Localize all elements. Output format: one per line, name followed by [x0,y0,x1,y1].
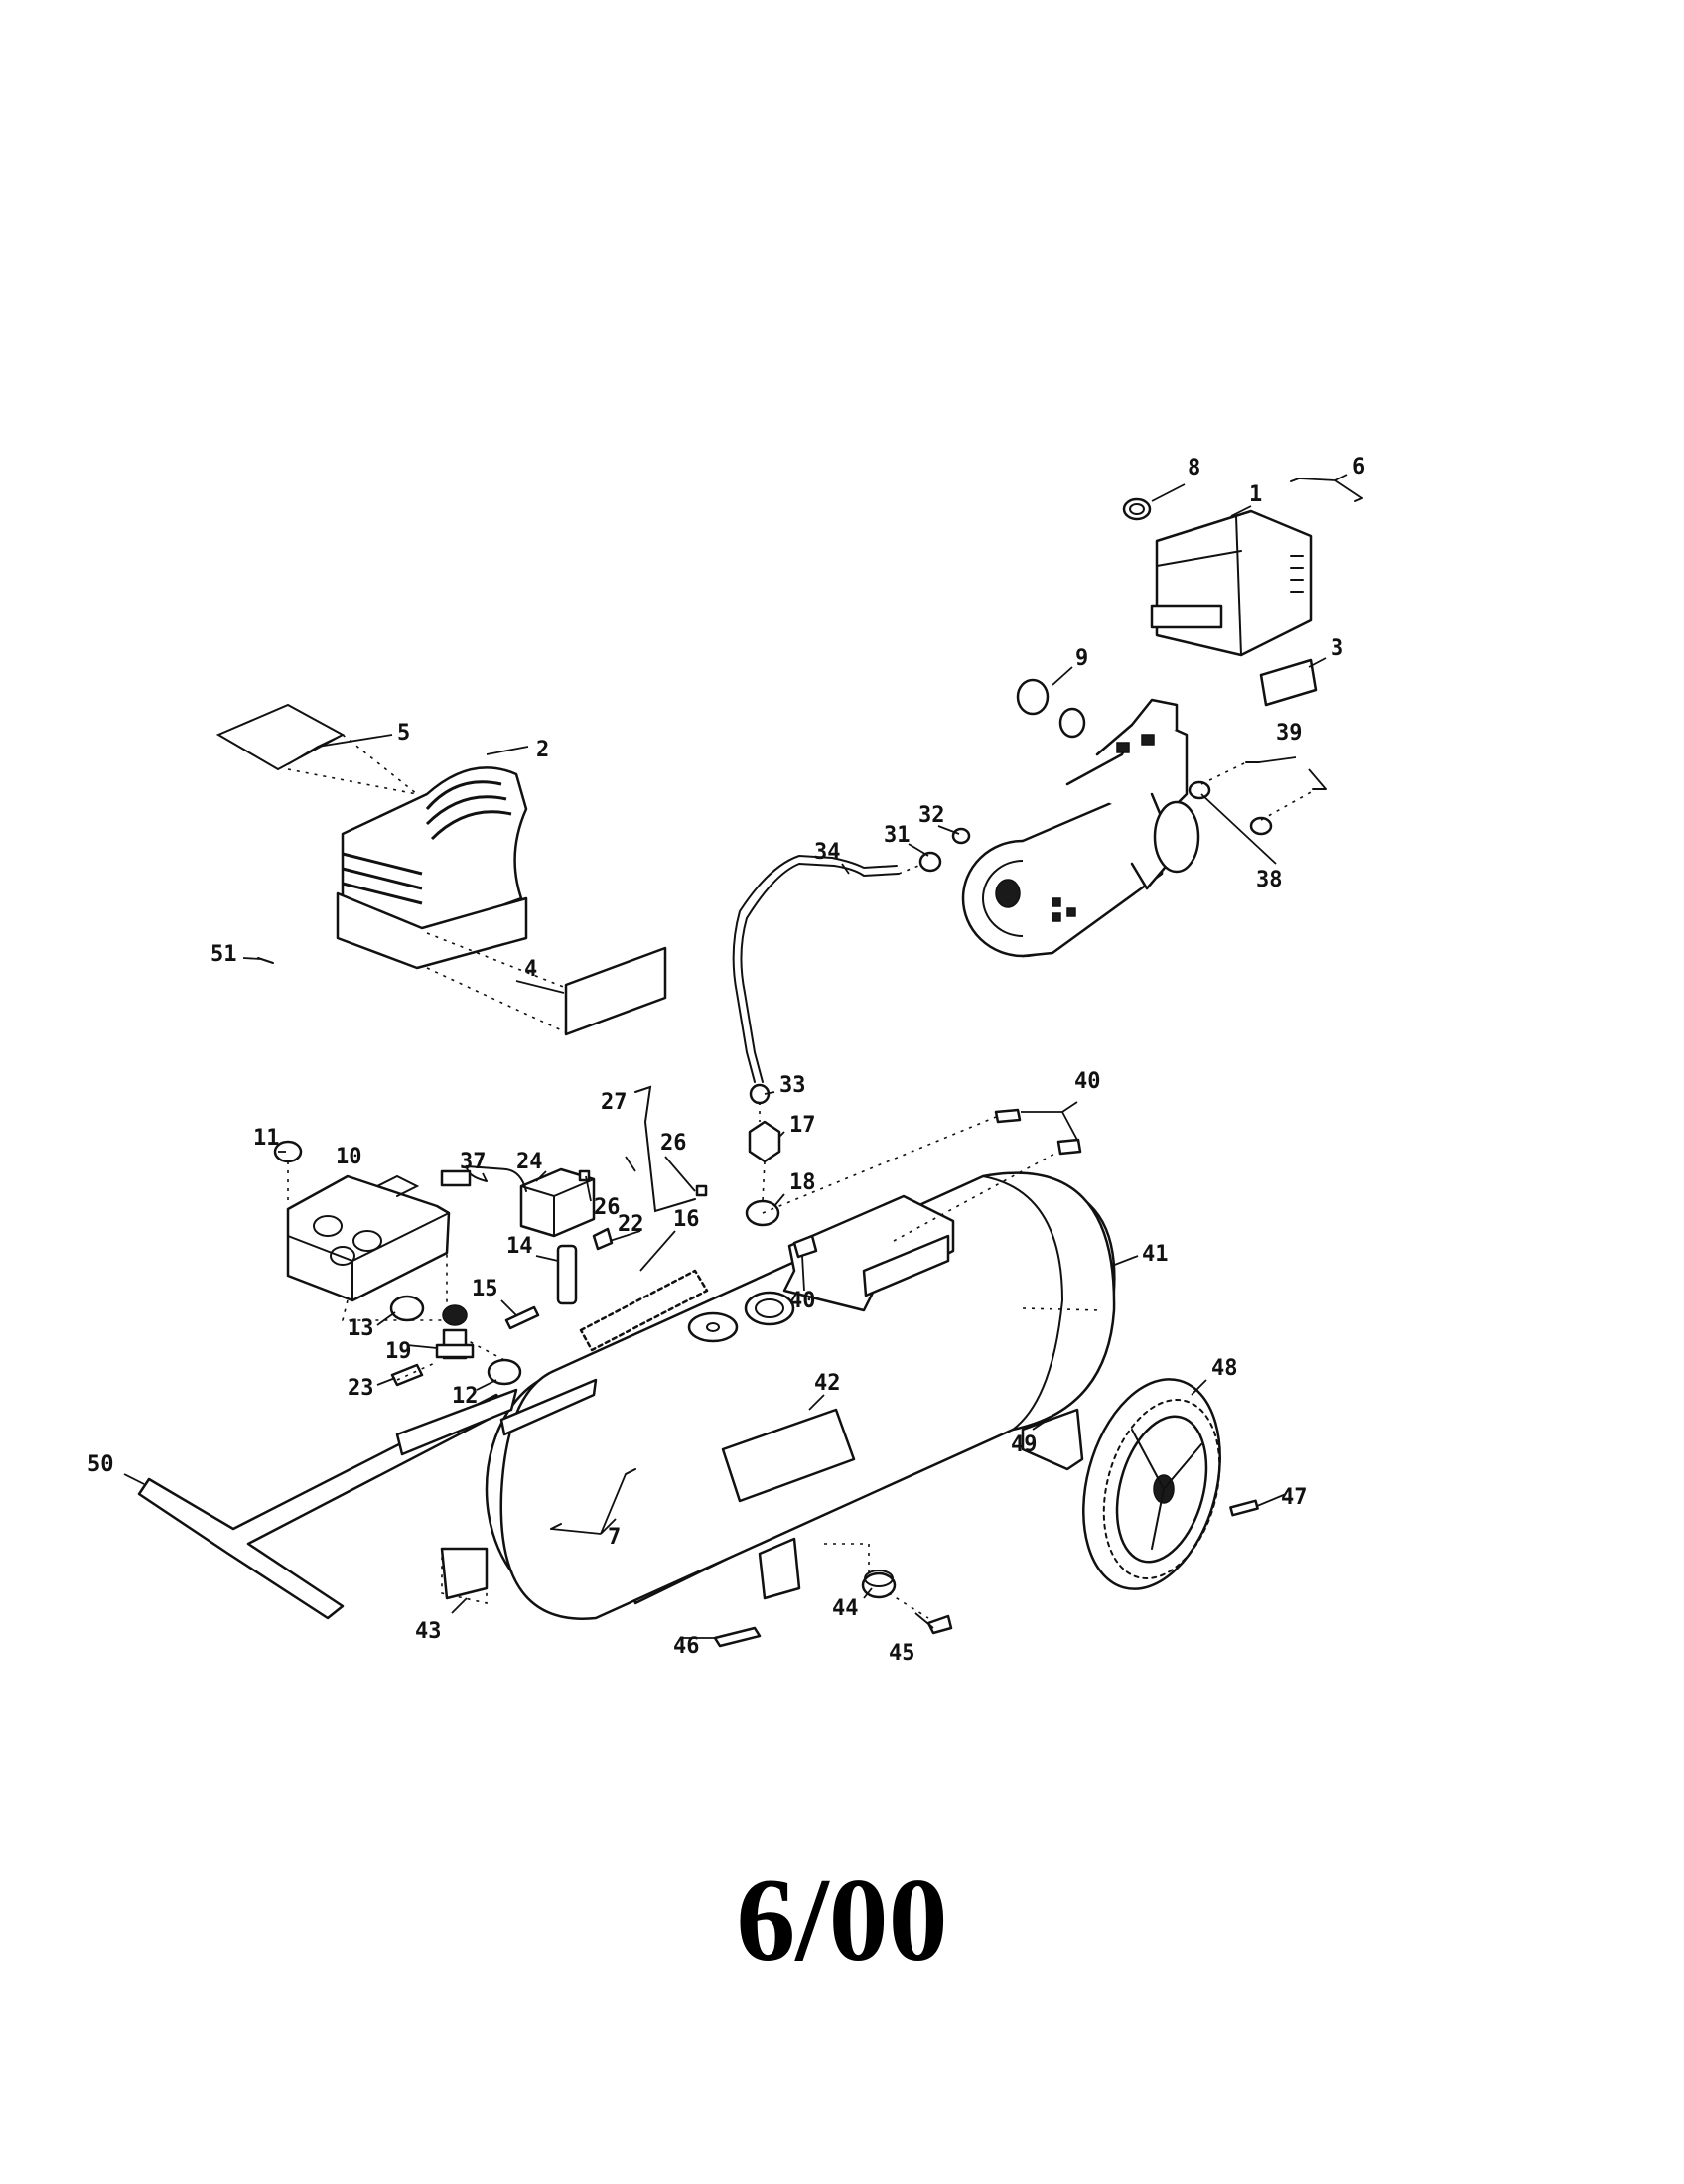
bolt-39 [1245,761,1327,790]
axle-bolt[interactable] [1229,1499,1259,1517]
callout-51: 51 [210,942,237,967]
callout-42: 42 [814,1371,841,1396]
rear-shroud[interactable] [1150,509,1313,657]
power-cord[interactable] [465,1164,527,1192]
pipe-nipple[interactable] [504,1305,540,1330]
cord-plug[interactable] [440,1169,472,1187]
unloader-tube[interactable] [634,1085,696,1213]
callout-39: 39 [1276,721,1303,746]
callout-2: 2 [536,738,549,762]
callout-1: 1 [1249,482,1262,507]
tee-fitting[interactable] [556,1244,578,1305]
callout-16: 16 [673,1207,700,1232]
o-ring-8 [1122,497,1152,521]
callout-31: 31 [884,823,911,848]
nut-26b [695,1184,708,1197]
pressure-switch[interactable] [519,1167,596,1238]
callout-7: 7 [608,1525,621,1550]
tank-foot [758,1537,801,1600]
front-shroud[interactable] [336,766,528,970]
tank-tube-16 [579,1269,709,1352]
leader-lines [123,474,1363,1639]
fitting-22[interactable] [592,1227,614,1251]
filter-ring-9 [1016,678,1050,716]
callout-47: 47 [1281,1485,1308,1510]
outlet-tube[interactable] [740,862,900,1083]
isolator-38a [1188,780,1211,800]
air-tank[interactable] [485,1171,1116,1620]
nut-32[interactable] [951,827,971,845]
callout-26a: 26 [594,1195,621,1220]
tank-label-plate [721,1408,856,1503]
tank-washer [687,1311,739,1343]
callout-12: 12 [452,1384,479,1409]
nut-31[interactable] [918,851,942,873]
callout-19: 19 [385,1339,412,1364]
callout-11: 11 [253,1126,280,1151]
callout-14: 14 [506,1234,533,1259]
wheel[interactable] [1061,1364,1241,1604]
drain-valve[interactable] [926,1614,953,1635]
callout-43: 43 [415,1619,442,1644]
nut-26a [578,1169,591,1182]
screw-51 [257,957,274,964]
callout-46: 46 [673,1634,700,1659]
date-code: 6/00 [736,1853,948,1985]
mounting-plate [782,1194,955,1312]
shroud-decal [215,703,346,771]
control-housing[interactable] [286,1174,451,1302]
isolator-38b [1249,816,1273,836]
callout-48: 48 [1211,1356,1238,1381]
callout-34: 34 [814,840,841,865]
callout-49: 49 [1011,1433,1038,1457]
pad-40a [994,1108,1022,1124]
callout-37: 37 [460,1150,487,1174]
motor-pump-assembly[interactable] [961,698,1200,958]
callout-33: 33 [779,1073,806,1098]
callout-44: 44 [832,1596,859,1621]
callout-38: 38 [1256,868,1283,892]
screws-7 [550,1468,636,1530]
rear-shroud-panel [1259,658,1318,707]
callout-13: 13 [348,1316,374,1341]
tank-pad [713,1626,762,1648]
callout-32: 32 [918,803,945,828]
pad-40b [1056,1138,1082,1156]
check-valve[interactable] [748,1120,781,1163]
pad-40c [792,1234,818,1259]
callout-45: 45 [889,1641,915,1666]
callout-labels: 1 2 3 4 5 6 7 8 9 10 11 12 13 14 15 16 1… [87,455,1365,1666]
shroud-side-panel [564,946,667,1036]
callout-4: 4 [524,957,537,982]
callout-17: 17 [789,1113,816,1138]
pressure-regulator[interactable] [435,1304,475,1360]
callout-15: 15 [472,1277,498,1301]
callout-18: 18 [789,1170,816,1195]
callout-6: 6 [1352,455,1365,479]
callout-41: 41 [1142,1242,1169,1267]
callout-50: 50 [87,1452,114,1477]
callout-40a: 40 [1074,1069,1101,1094]
callout-26b: 26 [660,1131,687,1156]
pressure-gauge-12[interactable] [487,1358,522,1386]
pressure-gauge-13[interactable] [389,1295,425,1322]
carry-handle[interactable] [137,1378,598,1620]
callout-24: 24 [516,1150,543,1174]
screws-6 [1290,478,1363,502]
callout-3: 3 [1331,636,1343,661]
callout-22: 22 [618,1212,644,1237]
handle-pad [440,1547,489,1600]
handle-pad-outline [441,1548,488,1604]
callout-10: 10 [336,1145,362,1169]
callout-5: 5 [397,721,410,746]
callout-23: 23 [348,1376,374,1401]
wheel-bracket [1021,1408,1084,1471]
tank-gasket [744,1291,795,1326]
callout-40b: 40 [789,1289,816,1313]
air-filter[interactable] [1058,707,1086,739]
callout-9: 9 [1075,646,1088,671]
callout-27: 27 [601,1090,628,1115]
callout-8: 8 [1188,456,1200,480]
